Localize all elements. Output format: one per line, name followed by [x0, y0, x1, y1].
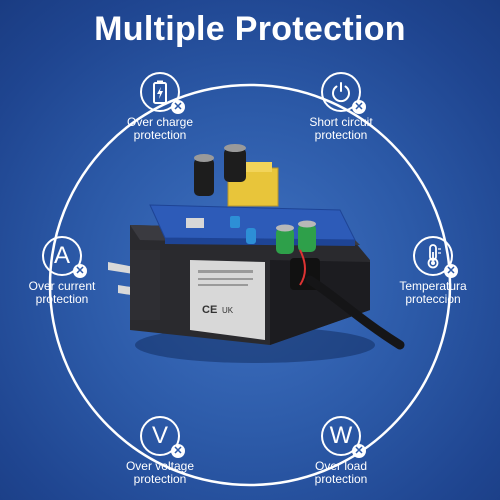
- feature-over-current: A ✕ Over current protection: [0, 236, 127, 306]
- feature-label-line1: Temperatura: [399, 279, 467, 293]
- watt-icon: W ✕: [321, 416, 366, 458]
- thermometer-icon: ✕: [413, 236, 458, 278]
- page-title: Multiple Protection: [94, 10, 406, 48]
- volt-icon: V ✕: [140, 416, 185, 458]
- feature-label-line1: Over load: [314, 459, 368, 473]
- circuit-board: [149, 144, 356, 286]
- feature-label-line2: protection: [314, 472, 368, 486]
- power-cable: [305, 275, 405, 350]
- feature-over-charge: ✕ Over charge protection: [95, 72, 225, 142]
- watt-letter: W: [329, 422, 353, 449]
- feature-label-line2: protection: [35, 292, 89, 306]
- feature-short-circuit: ✕ Short circuit protection: [276, 72, 406, 142]
- feature-label-line1: Over voltage: [125, 459, 195, 473]
- ampere-letter: A: [53, 242, 70, 269]
- power-adapter-body: CE UK: [130, 225, 370, 345]
- protection-ring: [48, 83, 452, 487]
- feature-label-line2: protection: [133, 128, 187, 142]
- feature-label-line2: proteccion: [405, 292, 461, 306]
- feature-label-line2: protection: [133, 472, 187, 486]
- feature-over-voltage: V ✕ Over voltage protection: [95, 416, 225, 486]
- feature-label-line1: Over charge: [126, 115, 194, 129]
- battery-charge-icon: ✕: [140, 72, 185, 114]
- feature-over-load: W ✕ Over load protection: [276, 416, 406, 486]
- plug-prongs: [108, 250, 160, 320]
- feature-label-line1: Short circuit: [309, 115, 373, 129]
- uk-mark: UK: [222, 306, 234, 315]
- feature-label-line2: protection: [314, 128, 368, 142]
- volt-letter: V: [151, 422, 168, 449]
- power-switch-icon: ✕: [321, 72, 366, 114]
- feature-label-line1: Over current: [28, 279, 96, 293]
- feature-temperature: ✕ Temperatura proteccion: [368, 236, 498, 306]
- ce-mark: CE: [202, 304, 217, 316]
- ampere-icon: A ✕: [42, 236, 87, 278]
